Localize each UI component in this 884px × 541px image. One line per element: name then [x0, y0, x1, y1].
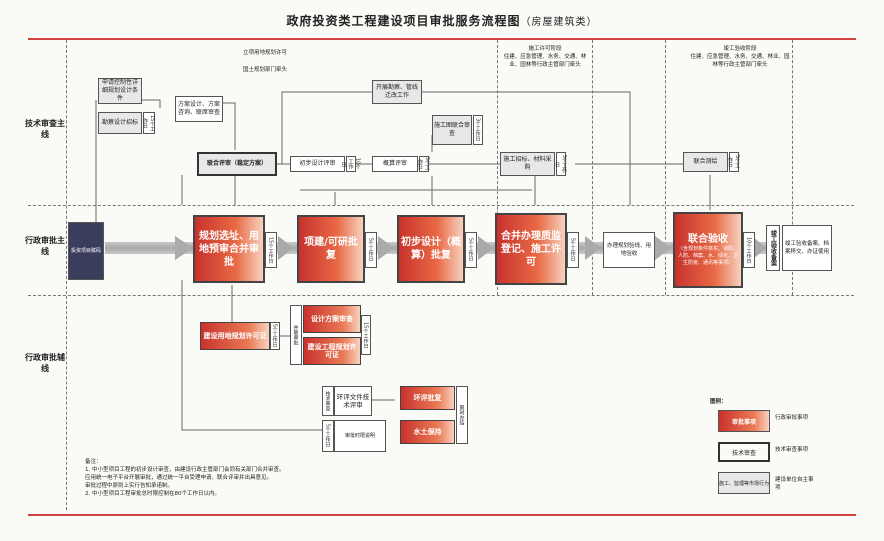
step-completion-filing: 竣工验收备案: [766, 225, 780, 271]
step-filing-archive: 竣工验收备案、档案移交、办证使用: [782, 225, 832, 271]
tag-time: 5个工作日: [270, 322, 280, 350]
aux-time-limit-note: 审批时限说明: [334, 420, 386, 452]
tag-time: 5个工作日: [417, 156, 430, 172]
bottom-rule: [28, 514, 856, 516]
aux-soil-water-conservation: 水土保持: [400, 420, 455, 444]
box-joint-review: 联合评审（稳定方案）: [197, 152, 277, 176]
legend-admin-desc: 行政审批事项: [775, 415, 809, 421]
connector: [222, 102, 236, 150]
tag-time-limit: 限时办结: [456, 386, 468, 444]
phase-divider: [792, 40, 793, 295]
tag-time: 15个工作日: [265, 232, 277, 268]
notes-block: 备注： 1. 中小型项目工程的初步设计审查，由建设行政主管部门会同有关部门合并审…: [85, 458, 345, 498]
box-budget-review: 概算评审: [372, 156, 418, 172]
lane-separator: [28, 205, 854, 206]
tag-time: 5个工作日: [554, 152, 567, 176]
tag-time: 5个工作日: [465, 232, 477, 268]
lane-separator: [28, 295, 854, 296]
tag-time: 5个工作日: [727, 152, 740, 172]
legend-heading: 图例：: [710, 399, 727, 405]
tag-time: 3个工作日: [473, 115, 483, 145]
step-project-code: 投资项目赋码: [68, 222, 104, 280]
lane-divider: [66, 40, 67, 510]
box-scheme-design: 方案设计、方案咨询、联席审查: [175, 96, 223, 122]
phase-divider: [497, 40, 498, 295]
step-preliminary-design-approval: 初步设计（概算）批复: [397, 215, 465, 283]
phase-header-4: 竣工验收阶段 住建、应急管理、水务、交通、林业、园林等行政主管部门牵头: [690, 46, 790, 68]
lane-label-tech: 技术审查主线: [25, 119, 65, 139]
note-line: 应用统一电子平台开展审批，通过统一平台受理申请、联合评审并出具意见。: [85, 475, 273, 481]
tag-time: 5个工作日: [322, 420, 334, 452]
legend-tech-box: 技术审查: [718, 442, 770, 462]
tag-time: 5个工作日: [567, 232, 579, 268]
phase-header-1: 立项用地规划许可: [242, 50, 287, 56]
title-text: 政府投资类工程建设项目审批服务流程图: [286, 14, 521, 28]
top-rule: [28, 38, 856, 40]
notes-heading: 备注：: [85, 459, 102, 465]
connector: [281, 91, 372, 164]
step-joint-acceptance: 联合验收 （含规划条件核实、消防、人防、档案、水、绿化、卫生防疫、通讯等事项）: [673, 212, 743, 288]
tag-time: 5个工作日: [365, 232, 377, 268]
box-joint-survey: 联合测绘: [683, 152, 728, 172]
legend-tech-desc: 技术审查事项: [775, 447, 809, 453]
legend-market-box: 施工、监理等市场行为: [718, 472, 770, 494]
phase-header-1-sub: 国土规划部门牵头: [242, 67, 287, 73]
lane-label-aux: 行政审批辅线: [25, 353, 65, 373]
phase-header-3: 施工许可阶段 住建、应急管理、水务、交通、林业、园林等行政主管部门牵头: [503, 46, 587, 68]
tag-tech-review: 技术审查: [322, 386, 334, 416]
note-line: 1. 中小型项目工程的初步设计审查，由建设行政主管部门会同有关部门合并审查。: [85, 467, 285, 473]
tag-time: 10个工作日: [743, 232, 755, 268]
subtitle-text: （房屋建筑类）: [520, 17, 598, 28]
step-line-verification: 办理规划验线、用地验收: [603, 232, 655, 268]
step-site-selection-approval: 规划选址、用地预审合并审批: [193, 215, 265, 283]
step-joint-acceptance-detail: （含规划条件核实、消防、人防、档案、水、绿化、卫生防疫、通讯等事项）: [677, 246, 738, 266]
step-joint-acceptance-title: 联合验收: [688, 234, 728, 245]
box-construction-drawing-review: 施工图联合审查: [432, 115, 472, 145]
box-construction-tender: 施工招标、材料采购: [500, 152, 555, 176]
page-title: 政府投资类工程建设项目审批服务流程图（房屋建筑类）: [0, 12, 884, 29]
connector: [142, 99, 161, 108]
connector: [181, 280, 322, 431]
box-survey-design-tender: 勘察设计招标: [98, 112, 142, 134]
tag-time: 15个工作日: [142, 112, 155, 134]
lane-label-admin: 行政审批主线: [25, 236, 65, 256]
legend-admin-box: 审批事项: [718, 410, 770, 432]
aux-eia-tech-review: 环评文件技术评审: [334, 386, 372, 416]
aux-planning-permit: 建设工程规划许可证: [303, 337, 361, 365]
box-preliminary-design-review: 初步设计评审: [290, 156, 345, 172]
box-survey-pipeline: 开展勘察、管线迁改工作: [372, 80, 422, 104]
aux-design-scheme-review: 设计方案审查: [303, 305, 361, 333]
tag-time: 15个工作日: [361, 315, 371, 355]
tag-parallel: 并联审批: [290, 305, 302, 365]
note-line: 审批过程中原则上实行告知承诺制。: [85, 483, 174, 489]
step-construction-permit: 合并办理质监登记、施工许可: [495, 213, 567, 285]
legend-market-desc: 建设单位自主事项: [775, 477, 814, 491]
connector: [422, 91, 631, 205]
note-line: 2. 中小型项目工程审批总时限控制在80个工作日以内。: [85, 491, 220, 497]
step-feasibility-approval: 项建/可研批复: [297, 215, 365, 283]
aux-land-use-permit: 建设用地规划许可证: [200, 322, 270, 350]
phase-divider: [665, 40, 666, 295]
box-detailed-plan-conditions: 申请控制性详细规划设计条件: [98, 78, 142, 104]
aux-eia-approval: 环评批复: [400, 386, 455, 410]
phase-divider: [592, 40, 593, 295]
